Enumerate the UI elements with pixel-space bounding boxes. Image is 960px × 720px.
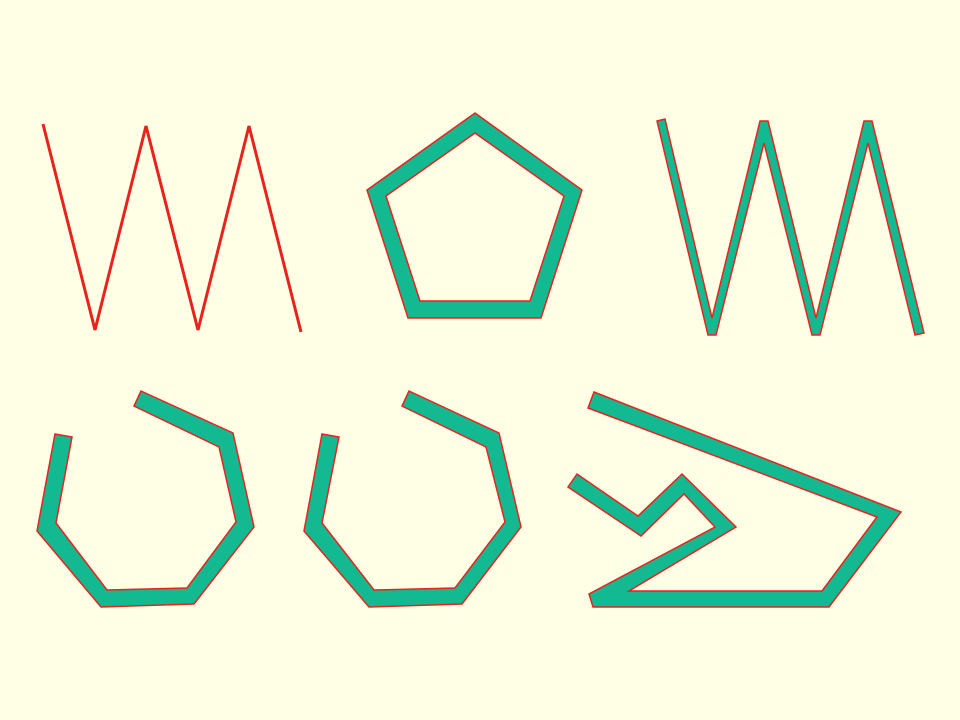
- arrow-polygon-band: [566, 391, 903, 608]
- open-heptagon-band-middle: [303, 390, 522, 608]
- thin-zigzag-line: [41, 123, 303, 333]
- pentagon-ring: [366, 112, 583, 319]
- open-heptagon-band-left: [36, 390, 255, 608]
- thick-zigzag-band: [656, 118, 925, 336]
